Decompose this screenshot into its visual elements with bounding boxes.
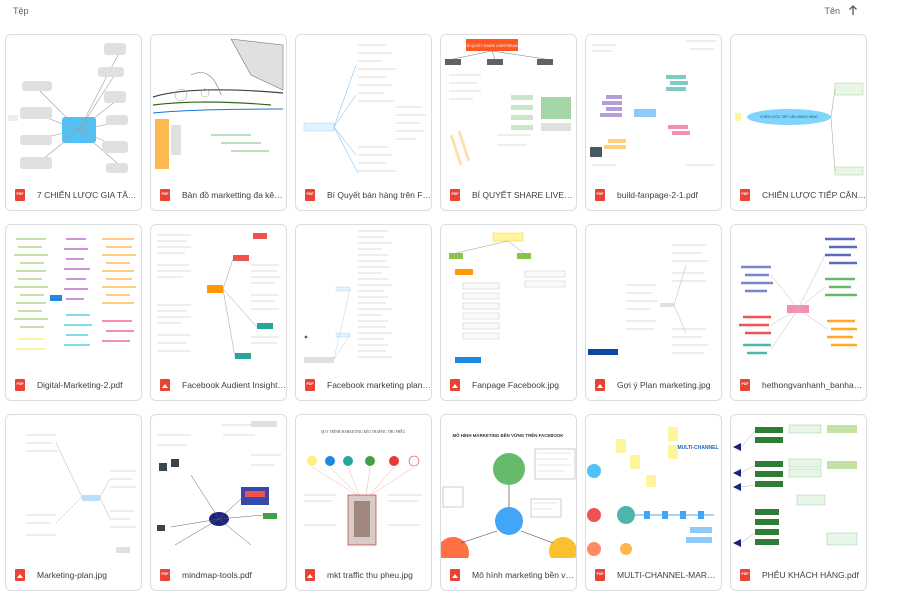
- file-card[interactable]: hethongvanhanh_banhango...: [730, 224, 867, 401]
- file-thumbnail: [441, 225, 576, 368]
- file-name: Bí Quyết bán hàng trên Fac...: [327, 189, 431, 200]
- file-card[interactable]: build-fanpage-2-1.pdf: [585, 34, 722, 211]
- file-name: Facebook Audient Insight.jpg: [182, 379, 286, 390]
- file-thumbnail: [6, 225, 141, 368]
- image-file-icon: [450, 378, 460, 391]
- file-thumbnail: [296, 35, 431, 178]
- file-name: MULTI-CHANNEL-MARKETI...: [617, 569, 721, 580]
- file-card[interactable]: CHIẾN LƯỢC TIẾP CẬN KHÁCH HÀNG CHIẾN LƯỢ…: [730, 34, 867, 211]
- file-card[interactable]: Fanpage Facebook.jpg: [440, 224, 577, 401]
- pdf-file-icon: [740, 378, 750, 391]
- file-thumbnail: [586, 225, 721, 368]
- pdf-file-icon: [595, 188, 605, 201]
- pdf-file-icon: [15, 188, 25, 201]
- file-thumbnail: MÔ HÌNH MARKETING BỀN VỮNG TRÊN FACEBOOK: [441, 415, 576, 558]
- sort-by-name-button[interactable]: Tên: [824, 6, 840, 16]
- image-file-icon: [15, 568, 25, 581]
- file-card[interactable]: Marketing-plan.jpg: [5, 414, 142, 591]
- pdf-file-icon: [15, 378, 25, 391]
- image-file-icon: [450, 568, 460, 581]
- image-file-icon: [305, 568, 315, 581]
- file-card[interactable]: Digital-Marketing-2.pdf: [5, 224, 142, 401]
- file-thumbnail: [731, 225, 866, 368]
- file-thumbnail: [151, 225, 286, 368]
- file-name: Facebook marketing plan b...: [327, 379, 431, 390]
- file-thumbnail: MULTI-CHANNEL: [586, 415, 721, 558]
- file-card[interactable]: Facebook Audient Insight.jpg: [150, 224, 287, 401]
- file-thumbnail: [151, 35, 286, 178]
- pdf-file-icon: [305, 188, 315, 201]
- file-name: Marketing-plan.jpg: [37, 569, 107, 580]
- file-name: 7 CHIẾN LƯỢC GIA TĂNG D...: [37, 189, 141, 200]
- file-name: CHIẾN LƯỢC TIẾP CẬN KH...: [762, 189, 866, 200]
- file-thumbnail: [6, 35, 141, 178]
- thumbnail-title: CHIẾN LƯỢC TIẾP CẬN KHÁCH HÀNG: [760, 114, 818, 119]
- file-card[interactable]: 7 CHIẾN LƯỢC GIA TĂNG D...: [5, 34, 142, 211]
- file-name: Mô hình marketing bền vữn...: [472, 569, 576, 580]
- file-thumbnail: BÍ QUYẾT SHARE LIVESTREAM: [441, 35, 576, 178]
- pdf-file-icon: [595, 568, 605, 581]
- file-thumbnail: CHIẾN LƯỢC TIẾP CẬN KHÁCH HÀNG: [731, 35, 866, 178]
- file-grid: 7 CHIẾN LƯỢC GIA TĂNG D... Bản đồ market…: [5, 34, 871, 600]
- file-name: Fanpage Facebook.jpg: [472, 379, 559, 390]
- thumbnail-title: MÔ HÌNH MARKETING BỀN VỮNG TRÊN FACEBOOK: [453, 433, 565, 438]
- pdf-file-icon: [160, 568, 170, 581]
- pdf-file-icon: [450, 188, 460, 201]
- file-name: mindmap-tools.pdf: [182, 569, 252, 580]
- file-name: hethongvanhanh_banhango...: [762, 379, 866, 390]
- file-card[interactable]: Bí Quyết bán hàng trên Fac...: [295, 34, 432, 211]
- file-thumbnail: [151, 415, 286, 558]
- file-card[interactable]: Gợi ý Plan marketing.jpg: [585, 224, 722, 401]
- file-name: Digital-Marketing-2.pdf: [37, 379, 123, 390]
- file-thumbnail: [296, 225, 431, 368]
- file-thumbnail: [731, 415, 866, 558]
- sort-ascending-arrow-icon[interactable]: [846, 3, 860, 17]
- file-card[interactable]: Facebook marketing plan b...: [295, 224, 432, 401]
- section-title: Tệp: [13, 6, 29, 16]
- image-file-icon: [160, 378, 170, 391]
- file-thumbnail: [6, 415, 141, 558]
- pdf-file-icon: [305, 378, 315, 391]
- file-thumbnail: [586, 35, 721, 178]
- pdf-file-icon: [740, 568, 750, 581]
- thumbnail-title: MULTI-CHANNEL: [677, 445, 718, 451]
- pdf-file-icon: [740, 188, 750, 201]
- file-card[interactable]: Bản đồ marketting đa kênh...: [150, 34, 287, 211]
- thumbnail-title: QUY TRÌNH MARKETING KÉO TRAFFIC THU PHỄU: [321, 429, 406, 434]
- file-card[interactable]: MULTI-CHANNEL MULTI-CHANNEL-MARKETI...: [585, 414, 722, 591]
- file-name: PHỄU KHÁCH HÀNG.pdf: [762, 569, 859, 580]
- file-card[interactable]: PHỄU KHÁCH HÀNG.pdf: [730, 414, 867, 591]
- file-thumbnail: QUY TRÌNH MARKETING KÉO TRAFFIC THU PHỄU: [296, 415, 431, 558]
- file-card[interactable]: MÔ HÌNH MARKETING BỀN VỮNG TRÊN FACEBOOK…: [440, 414, 577, 591]
- file-card[interactable]: BÍ QUYẾT SHARE LIVESTREAM BÍ QUYẾT SHARE…: [440, 34, 577, 211]
- file-name: Bản đồ marketting đa kênh...: [182, 189, 286, 200]
- file-name: build-fanpage-2-1.pdf: [617, 189, 698, 200]
- image-file-icon: [595, 378, 605, 391]
- pdf-file-icon: [160, 188, 170, 201]
- files-header: Tệp Tên: [0, 0, 900, 24]
- file-card[interactable]: QUY TRÌNH MARKETING KÉO TRAFFIC THU PHỄU…: [295, 414, 432, 591]
- file-name: BÍ QUYẾT SHARE LIVESTRE...: [472, 189, 576, 200]
- file-name: Gợi ý Plan marketing.jpg: [617, 379, 711, 390]
- file-card[interactable]: mindmap-tools.pdf: [150, 414, 287, 591]
- file-name: mkt traffic thu pheu.jpg: [327, 569, 413, 580]
- thumbnail-title: BÍ QUYẾT SHARE LIVESTREAM: [467, 43, 518, 48]
